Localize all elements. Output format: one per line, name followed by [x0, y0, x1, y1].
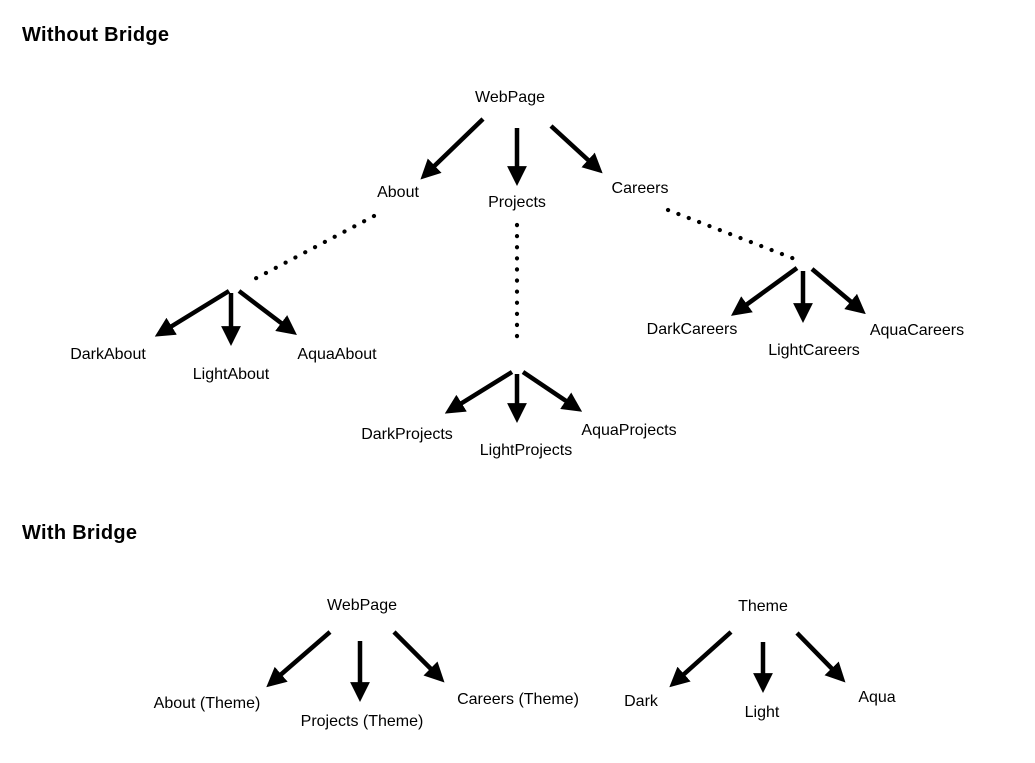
- node-webpage: WebPage: [475, 89, 545, 106]
- node-aquaprojects: AquaProjects: [581, 422, 677, 439]
- arrow-to-darkprojects: [444, 370, 514, 414]
- node-projects: Projects: [488, 194, 546, 211]
- node-dark: Dark: [624, 693, 658, 710]
- node-careers: Careers: [611, 180, 669, 197]
- node-projects-theme: Projects (Theme): [300, 713, 424, 730]
- arrow-to-aquaabout: [237, 289, 297, 335]
- section-title-without-bridge: Without Bridge: [22, 24, 170, 46]
- node-careers-theme: Careers (Theme): [457, 691, 579, 708]
- node-darkabout: DarkAbout: [70, 346, 146, 363]
- node-aquaabout: AquaAbout: [297, 346, 377, 363]
- arrow-webpage-to-careers: [549, 124, 603, 174]
- arrow-to-darkcareers: [730, 266, 799, 316]
- dotted-about-to-junction: [244, 213, 377, 286]
- node-lightprojects: LightProjects: [479, 442, 573, 459]
- node-light: Light: [744, 704, 780, 721]
- node-about: About: [377, 184, 419, 201]
- arrow-theme-to-dark: [669, 630, 733, 688]
- arrow-webpage2-to-abouttheme: [266, 630, 332, 688]
- arrow-webpage-to-about: [420, 117, 485, 180]
- section-title-with-bridge: With Bridge: [22, 522, 138, 544]
- node-theme: Theme: [738, 598, 788, 615]
- dotted-careers-to-junction: [665, 207, 803, 264]
- node-aqua: Aqua: [858, 689, 896, 706]
- node-lightcareers: LightCareers: [768, 342, 860, 359]
- node-about-theme: About (Theme): [153, 695, 261, 712]
- arrow-to-darkabout: [154, 289, 231, 337]
- arrow-theme-to-aqua: [795, 631, 846, 683]
- node-aquacareers: AquaCareers: [869, 322, 965, 339]
- node-lightabout: LightAbout: [192, 366, 270, 383]
- node-darkcareers: DarkCareers: [646, 321, 738, 338]
- arrow-webpage2-to-careerstheme: [392, 630, 445, 683]
- node-darkprojects: DarkProjects: [361, 426, 453, 443]
- arrow-to-aquaprojects: [521, 370, 583, 412]
- node-webpage-bridged: WebPage: [327, 597, 397, 614]
- arrow-to-aquacareers: [810, 267, 866, 315]
